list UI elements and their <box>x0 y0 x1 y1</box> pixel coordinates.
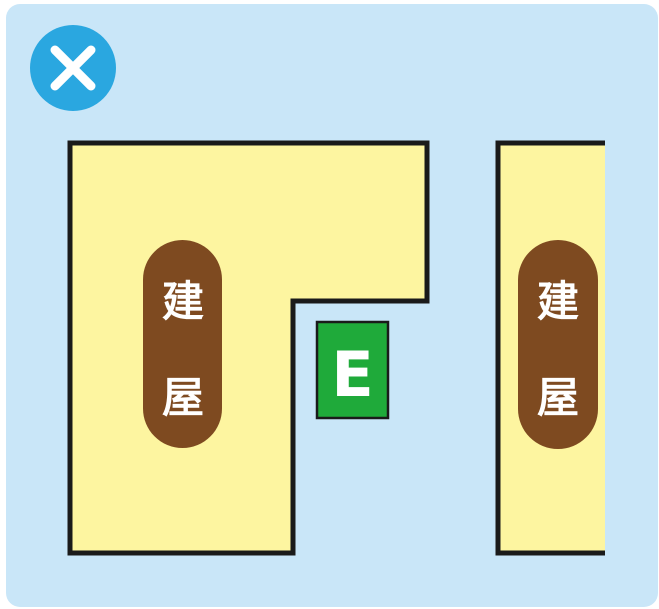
building-left-label-char-1: 建 <box>162 277 204 326</box>
e-marker-box <box>315 320 390 420</box>
building-right: 建 屋 <box>495 140 605 556</box>
building-left-shape <box>67 140 430 556</box>
building-right-label-char-2: 屋 <box>537 373 579 422</box>
building-right-label-pill <box>518 240 598 449</box>
building-left: 建 屋 <box>67 140 430 556</box>
building-left-label-char-2: 屋 <box>162 373 204 422</box>
close-icon-stroke-2 <box>50 45 96 91</box>
close-icon <box>30 25 116 111</box>
e-marker-label: E <box>331 338 373 411</box>
building-left-label-pill <box>143 240 222 448</box>
building-right-label-char-1: 建 <box>537 277 579 326</box>
e-marker: E <box>315 320 390 420</box>
building-right-outline <box>495 140 605 556</box>
